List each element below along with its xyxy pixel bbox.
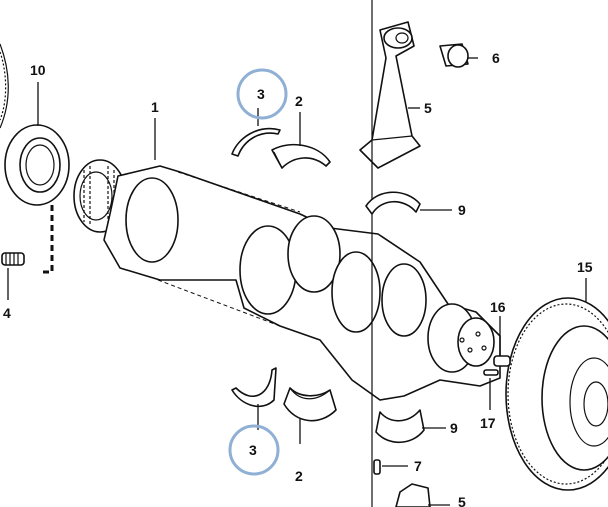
callout-2-bottom: 2	[295, 468, 303, 484]
part-3-thrust-washer-bottom	[231, 367, 277, 408]
part-9-rod-bearing-top	[365, 191, 421, 215]
part-2-bearing-top	[271, 143, 331, 169]
alignment-line	[40, 205, 54, 274]
highlight-ring-bottom	[228, 424, 280, 476]
part-1-crankshaft	[103, 165, 501, 401]
part-5-connecting-rod	[359, 21, 421, 169]
callout-5-top: 5	[424, 100, 432, 116]
part-16-key	[493, 355, 511, 367]
callout-5-bottom: 5	[458, 494, 466, 507]
callout-9-bottom: 9	[450, 420, 458, 436]
callout-4: 4	[3, 305, 11, 321]
part-3-thrust-washer-top	[231, 127, 281, 157]
part-6-bushing	[439, 43, 469, 68]
callout-1: 1	[151, 99, 159, 115]
callout-6: 6	[492, 50, 500, 66]
callout-7: 7	[414, 458, 422, 474]
part-2-bearing-bottom	[283, 387, 337, 422]
part-4-dowel-pin	[1, 252, 25, 266]
flywheel-edge	[0, 43, 9, 129]
callout-17: 17	[480, 415, 496, 431]
callout-3-top: 3	[257, 86, 265, 102]
part-7-dowel	[373, 459, 381, 475]
callout-2-top: 2	[295, 93, 303, 109]
callout-15: 15	[577, 259, 593, 275]
part-9-rod-bearing-bottom	[375, 409, 425, 444]
part-17-pin	[483, 369, 499, 376]
part-5-connecting-rod-lower	[395, 483, 431, 507]
highlight-ring-top	[236, 68, 288, 120]
callout-10: 10	[30, 62, 46, 78]
leader-lines	[7, 57, 587, 506]
callout-9-top: 9	[458, 202, 466, 218]
callout-16: 16	[490, 299, 506, 315]
part-10-rear-seal	[4, 124, 70, 206]
callout-3-bottom: 3	[249, 442, 257, 458]
part-15-damper-pulley	[505, 297, 608, 491]
